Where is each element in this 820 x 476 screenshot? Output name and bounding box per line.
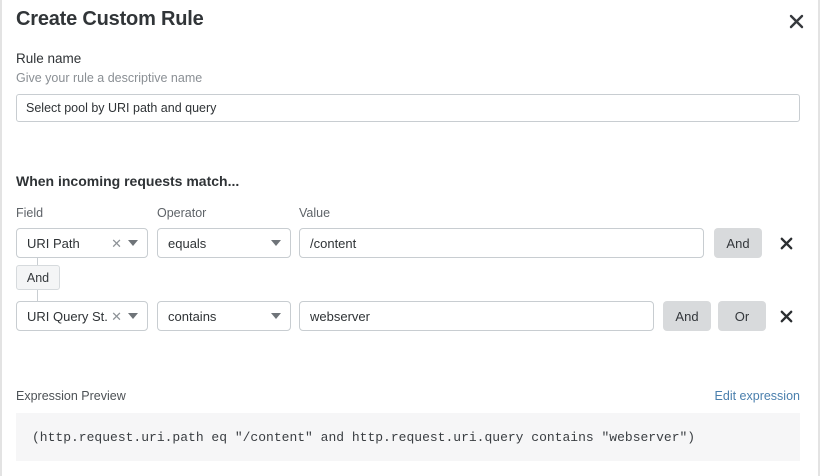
field-select-row-2[interactable]: URI Query St... ✕: [16, 301, 148, 331]
value-input-row-1[interactable]: [299, 228, 704, 258]
and-button-row-2[interactable]: And: [663, 301, 711, 331]
and-button-row-1[interactable]: And: [714, 228, 762, 258]
row-connector-and[interactable]: And: [16, 265, 60, 290]
value-input-row-2[interactable]: [299, 301, 654, 331]
column-header-operator: Operator: [157, 206, 207, 220]
rule-name-input[interactable]: [16, 94, 800, 122]
remove-condition-row-1[interactable]: [775, 228, 797, 258]
rule-name-label: Rule name: [16, 51, 82, 66]
chevron-down-icon: [271, 313, 281, 319]
clear-icon[interactable]: ✕: [111, 308, 122, 324]
rule-name-help-text: Give your rule a descriptive name: [16, 71, 203, 85]
page-title: Create Custom Rule: [16, 8, 204, 30]
close-icon-glyph: [789, 14, 803, 28]
close-icon: [780, 237, 792, 249]
column-header-field: Field: [16, 206, 44, 220]
chevron-down-icon: [128, 240, 138, 246]
chevron-down-icon: [271, 240, 281, 246]
edit-expression-link[interactable]: Edit expression: [714, 389, 800, 403]
operator-select-row-2[interactable]: contains: [157, 301, 291, 331]
remove-condition-row-2[interactable]: [775, 301, 797, 331]
close-icon[interactable]: [783, 8, 809, 34]
match-section-heading: When incoming requests match...: [16, 173, 240, 189]
column-header-value: Value: [299, 206, 331, 220]
operator-select-row-1[interactable]: equals: [157, 228, 291, 258]
operator-select-value-row-2: contains: [168, 308, 217, 324]
condition-row: URI Path ✕ equals And: [2, 228, 820, 258]
expression-preview-title: Expression Preview: [16, 389, 126, 403]
field-select-row-1[interactable]: URI Path ✕: [16, 228, 148, 258]
connector-line-top: [37, 258, 38, 266]
chevron-down-icon: [128, 313, 138, 319]
condition-row: URI Query St... ✕ contains And Or: [2, 301, 820, 331]
expression-preview-section: Expression Preview Edit expression (http…: [16, 389, 800, 461]
close-icon: [780, 310, 792, 322]
field-select-value-row-2: URI Query St...: [27, 308, 108, 324]
rule-name-section: Rule name Give your rule a descriptive n…: [16, 51, 806, 122]
expression-preview-code: (http.request.uri.path eq "/content" and…: [16, 413, 800, 461]
expression-preview-header: Expression Preview Edit expression: [16, 389, 800, 403]
or-button-row-2[interactable]: Or: [718, 301, 766, 331]
condition-column-headers: Field Operator Value: [2, 206, 820, 224]
operator-select-value-row-1: equals: [168, 235, 207, 251]
connector-line-bottom: [37, 289, 38, 302]
field-select-value-row-1: URI Path: [27, 235, 80, 251]
clear-icon[interactable]: ✕: [111, 235, 122, 251]
